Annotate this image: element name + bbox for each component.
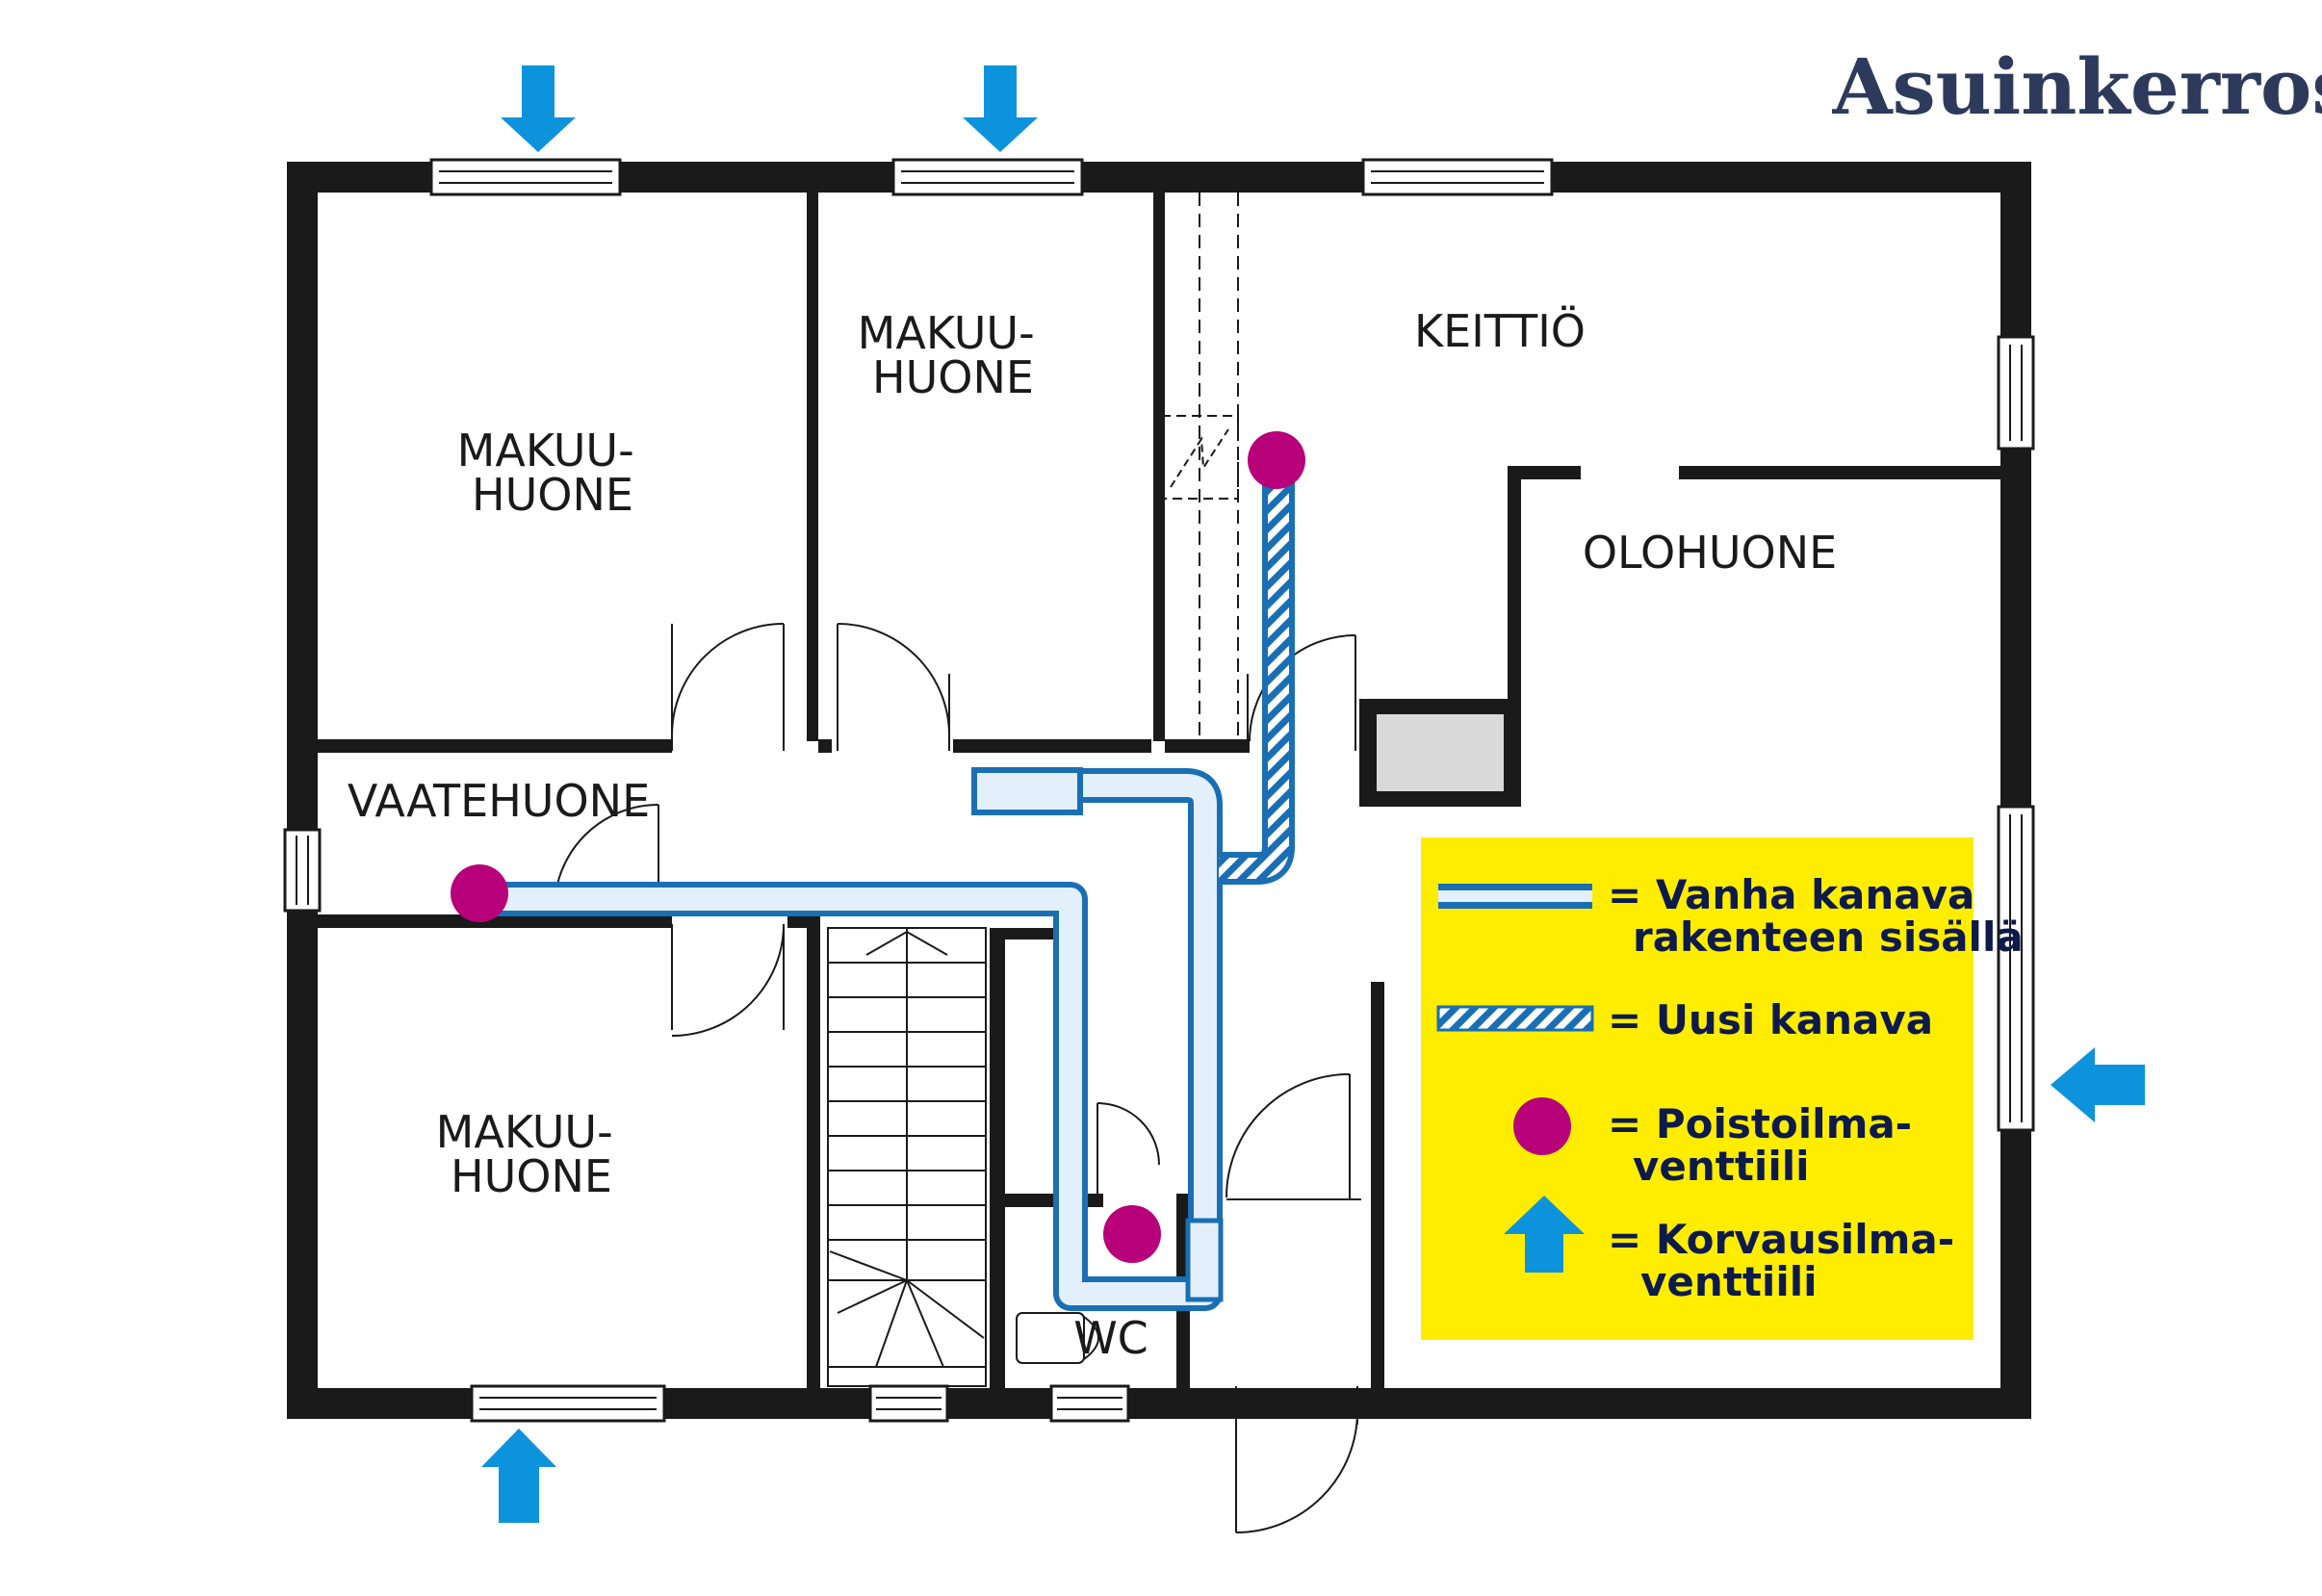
- room-bedroom-3-line2: HUONE: [451, 1150, 612, 1202]
- arrow-icon: [963, 65, 1038, 152]
- door-bedroom-1: [671, 623, 785, 751]
- doors: [554, 623, 1361, 1533]
- room-bedroom-1-line1: MAKUU-: [457, 425, 634, 476]
- toilet: [1016, 1312, 1099, 1364]
- window-top-2: [891, 158, 1084, 196]
- door-bedroom-3: [671, 923, 785, 1037]
- svg-text:MAKUU- HUONE: MAKUU- HUONE: [436, 1106, 628, 1202]
- room-wc: WC: [1073, 1312, 1148, 1364]
- new-duct: [1219, 458, 1295, 885]
- legend-new-duct: = Uusi kanava: [1608, 996, 1933, 1043]
- old-duct: [481, 767, 1224, 1311]
- window-bottom-3: [1049, 1384, 1130, 1423]
- legend-new-duct-swatch: [1436, 1005, 1594, 1032]
- window-right-2: [1997, 805, 2035, 1132]
- windows: [283, 158, 2035, 1423]
- window-top-1: [429, 158, 622, 196]
- room-bedroom-2-line1: MAKUU-: [858, 307, 1035, 359]
- legend-exhaust-line1: = Poistoilma-: [1608, 1100, 1912, 1147]
- circle-icon: [1103, 1205, 1161, 1263]
- legend-exhaust-line2: venttiili: [1633, 1143, 1810, 1190]
- room-labels: MAKUU- HUONE MAKUU- HUONE KEITTIÖ OLOHUO…: [348, 305, 1837, 1364]
- interior-walls: [318, 193, 2002, 1388]
- svg-text:MAKUU- HUONE: MAKUU- HUONE: [457, 425, 649, 521]
- svg-text:= Korvausilma- venttiili: = Korvausilma- venttiili: [1608, 1216, 1969, 1305]
- page-title: Asuinkerros: [1832, 41, 2322, 132]
- door-hall: [1226, 1073, 1361, 1200]
- chimney-shaft: [1160, 193, 1239, 739]
- door-entrance: [1235, 1386, 1358, 1533]
- supply-arrows: [481, 65, 2145, 1523]
- legend: = Vanha kanava rakenteen sisällä = Uusi …: [1421, 837, 2024, 1340]
- arrow-icon: [501, 65, 576, 152]
- legend-old-duct-line1: = Vanha kanava: [1608, 871, 1974, 918]
- arrow-icon: [481, 1429, 556, 1523]
- room-walk-in-closet: VAATEHUONE: [348, 775, 650, 827]
- window-bottom-2: [868, 1384, 949, 1423]
- door-bedroom-2: [837, 623, 950, 751]
- legend-supply-line1: = Korvausilma-: [1608, 1216, 1954, 1263]
- circle-icon: [1248, 431, 1305, 489]
- arrow-icon: [1504, 1196, 1585, 1273]
- room-bedroom-3-line1: MAKUU-: [436, 1106, 613, 1158]
- door-wc: [1096, 1102, 1160, 1199]
- fireplace: [1359, 699, 1521, 807]
- window-bottom-1: [470, 1384, 666, 1423]
- legend-old-duct-swatch: [1438, 884, 1592, 909]
- svg-text:= Vanha kanava rakenteen: = Vanha kanava rakenteen sisällä: [1608, 871, 2024, 961]
- circle-icon: [451, 864, 508, 922]
- staircase: [827, 927, 987, 1387]
- arrow-icon: [2051, 1047, 2145, 1122]
- circle-icon: [1513, 1097, 1571, 1155]
- window-right-1: [1997, 335, 2035, 450]
- exhaust-valves: [451, 431, 1305, 1263]
- legend-supply-line2: venttiili: [1640, 1258, 1818, 1305]
- svg-text:= Poistoilma- venttiili: = Poistoilma- venttiili: [1608, 1100, 1926, 1190]
- room-kitchen: KEITTIÖ: [1414, 305, 1586, 357]
- window-left: [283, 828, 322, 913]
- svg-text:MAKUU- HUONE: MAKUU- HUONE: [858, 307, 1049, 403]
- room-bedroom-2-line2: HUONE: [872, 351, 1034, 403]
- window-top-3: [1361, 158, 1554, 196]
- room-living-room: OLOHUONE: [1583, 527, 1837, 579]
- legend-old-duct-line2: rakenteen sisällä: [1633, 914, 2024, 961]
- room-bedroom-1-line2: HUONE: [472, 469, 633, 521]
